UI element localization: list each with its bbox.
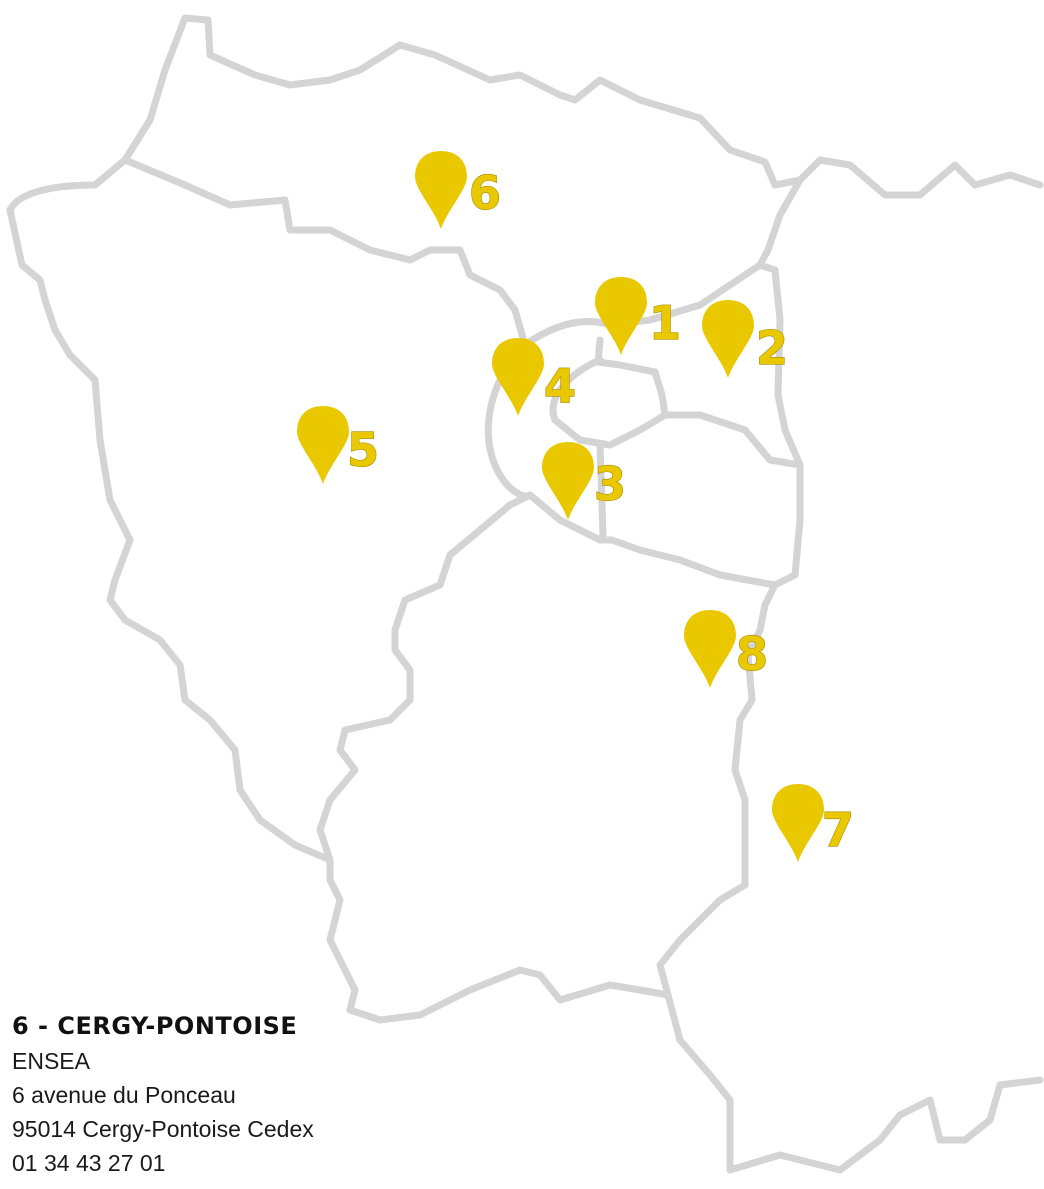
site-postal-city: 95014 Cergy-Pontoise Cedex <box>12 1116 314 1142</box>
site-title: 6 - CERGY-PONTOISE <box>12 1012 298 1040</box>
border-north-east <box>756 176 804 269</box>
border-southwest-inner <box>316 491 534 1014</box>
site-institution: ENSEA <box>12 1048 90 1074</box>
border-outer-west <box>6 206 334 864</box>
marker-number: 3 <box>594 457 626 511</box>
site-info-panel: 6 - CERGY-PONTOISE ENSEA 6 avenue du Pon… <box>12 1012 572 1180</box>
marker-number: 8 <box>736 627 768 681</box>
border-paris-inner <box>549 356 669 449</box>
marker-pin-icon <box>772 784 824 862</box>
marker-pin-icon <box>415 151 467 229</box>
site-street-address: 6 avenue du Ponceau <box>12 1082 236 1108</box>
site-phone[interactable]: 01 34 43 27 01 <box>12 1150 166 1176</box>
marker-number: 1 <box>649 296 681 350</box>
map-marker-4[interactable]: 4 <box>492 338 577 416</box>
department-borders <box>6 14 1044 1174</box>
border-south-east <box>664 991 1044 1174</box>
marker-pin-icon <box>297 406 349 484</box>
marker-number: 2 <box>756 321 788 375</box>
marker-pin-icon <box>595 277 647 355</box>
border-outer-north <box>6 14 1044 214</box>
map-marker-6[interactable]: 6 <box>415 151 502 229</box>
border-paris-south <box>596 441 779 589</box>
map-marker-8[interactable]: 8 <box>684 610 769 688</box>
marker-number: 5 <box>347 423 379 477</box>
marker-number: 6 <box>469 166 501 220</box>
map-marker-1[interactable]: 1 <box>595 277 682 355</box>
marker-pin-icon <box>542 442 594 520</box>
border-south <box>346 581 779 1024</box>
marker-number: 4 <box>544 359 576 413</box>
border-paris <box>594 336 804 469</box>
map-marker-3[interactable]: 3 <box>542 442 627 520</box>
marker-pin-icon <box>684 610 736 688</box>
markers: 1 2 3 4 5 6 7 <box>297 151 855 862</box>
map-marker-7[interactable]: 7 <box>772 784 855 862</box>
map-marker-2[interactable]: 2 <box>702 300 789 378</box>
border-north-inner <box>121 156 529 349</box>
marker-pin-icon <box>492 338 544 416</box>
marker-number: 7 <box>822 803 854 857</box>
map-marker-5[interactable]: 5 <box>297 406 380 484</box>
marker-pin-icon <box>702 300 754 378</box>
